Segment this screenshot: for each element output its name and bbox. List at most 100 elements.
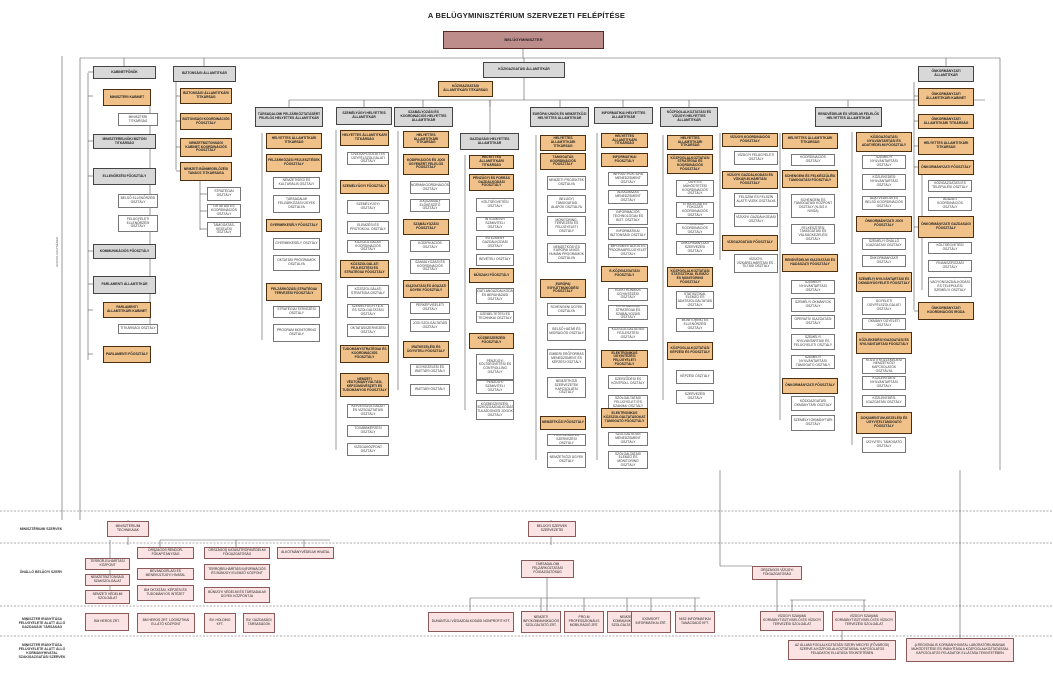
org-unit: FELZÁRKÓZÁSI FEJLESZTÉSEK FŐOSZTÁLY xyxy=(266,154,322,172)
org-unit: KÖLTSÉGVETÉSI OSZTÁLY xyxy=(928,242,972,254)
org-unit: E-KÖZIGAZGATÁSI FŐOSZTÁLY xyxy=(601,266,648,282)
org-unit: KÖZIGAZGATÁSI ÁLLAMTITKÁR xyxy=(483,62,565,78)
org-unit: VIZSGAKÖZPONT OSZTÁLY xyxy=(347,443,389,456)
org-unit: NISZ INFORMATIKAI TANÁCSADÓ KFT. xyxy=(675,611,715,633)
org-unit: MINISZTERELNÖKI BIZTOSI TITKÁRSÁG xyxy=(93,134,156,149)
org-unit: MINISZTERI TITKÁRSÁG xyxy=(118,113,158,126)
org-unit: BEVÁNDORLÁSI ÉS MENEKÜLTÜGYI HIVATAL xyxy=(137,568,194,580)
org-unit: BELÜGYMINISZTER xyxy=(443,31,604,49)
org-unit: KÖZFOGLALKOZTATÁSI STRATÉGIAI ÉS KOORDIN… xyxy=(667,154,713,174)
org-unit: PROGRAM MONITORING OSZTÁLY xyxy=(273,324,320,342)
org-unit: PRO-M PROFESSZIONÁLIS MOBILRÁDIÓ ZRT. xyxy=(564,611,604,633)
org-unit: HELYETTES ÁLLAMTITKÁRI TITKÁRSÁG xyxy=(403,131,449,148)
org-unit: NEMZETKÖZI FŐOSZTÁLY xyxy=(540,416,586,430)
org-unit: INFORMATIKAI BIZTONSÁGI OSZTÁLY xyxy=(608,227,648,240)
org-unit: PÉNZÜGYI SZÁMVITELI OSZTÁLY xyxy=(476,380,514,394)
org-unit: ORSZÁGOS KATASZTRÓFAVÉDELMI FŐIGAZGATÓSÁ… xyxy=(204,547,270,559)
org-unit: KÖZFOGLALKOZTATÁSI STATISZTIKAI, ELEMZŐ … xyxy=(667,267,713,287)
org-unit: SZEMÉLYI NYILVÁNTARTÁSI ÉS OKMÁNYÜGYELET… xyxy=(856,272,912,292)
org-unit: MONITORING, TERVEZÉSI ÉS FELÜGYELETI OSZ… xyxy=(547,216,586,236)
org-unit: INFORMATIKAI FŐOSZTÁLY xyxy=(601,153,648,167)
org-unit: PÉNZÜGYI KÖLTSÉGVETÉSI ÉS CONTROLLING OS… xyxy=(476,354,514,380)
org-unit: NEMZETKÖZI ÉS EURÓPAI UNIÓS HUMÁN PROGRA… xyxy=(547,243,586,263)
side-label-ministerial: MINISZTÉRIUMI SZERVEK xyxy=(19,527,63,531)
org-unit: TERROR-ELHÁRÍTÁSI KÖZPONT xyxy=(85,558,130,570)
org-unit: HELYETTES ÁLLAMTITKÁRI TITKÁRSÁG xyxy=(601,133,648,148)
org-unit: HELYETTES ÁLLAMTITKÁRI TITKÁRSÁG xyxy=(667,135,713,150)
page-title: A BELÜGYMINISZTÉRIUM SZERVEZETI FELÉPÍTÉ… xyxy=(427,11,626,20)
org-unit: KÖLTSÉGVETÉSI OSZTÁLY xyxy=(476,198,514,212)
org-unit: ELLENŐRZÉSI FŐOSZTÁLY xyxy=(93,168,156,185)
org-unit: SZERZŐDÉSI ÉS KONTROLL OSZTÁLY xyxy=(608,375,648,389)
org-unit: INFORMATIKAI HELYETTES ÁLLAMTITKÁR xyxy=(594,107,653,124)
org-unit: VÍZÜGYI KOORDINÁCIÓS FŐOSZTÁLY xyxy=(722,133,778,147)
org-unit: NEMZETI INFOKOMMUNIKÁCIÓS SZOLGÁLTATÓ ZR… xyxy=(521,611,561,633)
org-unit: ADATVÉDELMI ÉS BELSŐ KOORDINÁCIÓS OSZTÁL… xyxy=(862,196,906,210)
org-unit: JOGI SZOLGÁLTATÁSI OSZTÁLY xyxy=(410,319,450,332)
org-unit: OPERATÍV IGAZGATÁSI OSZTÁLY xyxy=(791,315,835,329)
org-unit: ÖNKORMÁNYZATI ÁLLAMTITKÁR xyxy=(918,66,974,82)
org-unit: VÍZÜGYI SZAKMAI KORMÁNYTISZTVISELŐI ÉS V… xyxy=(760,611,824,631)
org-unit: BELSŐ ELLENŐRZÉSI OSZTÁLY xyxy=(118,194,158,208)
org-unit: ÜGYI ÉS MŰKÖDTETÉSI KOORDINÁCIÓS OSZTÁLY xyxy=(676,180,714,197)
org-unit: ÜGYKEZELÉSI ÉS IRATTÁRI OSZTÁLY xyxy=(410,364,450,376)
org-unit: ÖNKORMÁNYZATI FŐOSZTÁLY xyxy=(782,378,838,394)
org-unit: ÖNKORMÁNYZATI FŐOSZTÁLY xyxy=(918,160,974,175)
org-unit: KODIFIKÁCIÓS ÉS JOGI ÜGYEKÉRT FELELŐS FŐ… xyxy=(403,154,449,175)
org-unit: NEMZETI PROJEKTEK OSZTÁLYA xyxy=(547,176,586,190)
org-unit: BM OKTATÁSI, KÉPZÉSI ÉS TUDOMÁNYOS INTÉZ… xyxy=(137,585,194,601)
org-unit: PERKÉPVISELETI OSZTÁLY xyxy=(410,302,450,314)
org-unit: SZEMÉLYÜGYI FEJL. ÉS SZOLGÁLTATÁSI OSZTÁ… xyxy=(347,304,389,318)
org-unit: FINANSZÍROZÁSI OSZTÁLY xyxy=(928,260,972,272)
org-unit: TÁRSADALMI FELZÁRKÓZÁSI ÜGYEK OSZTÁLYA xyxy=(273,195,320,213)
org-unit: KÖZSZOLGÁLATI FEJLESZTÉSI ÉS STRATÉGIAI … xyxy=(340,260,389,278)
org-unit: MŰSZAKI FŐOSZTÁLY xyxy=(469,268,514,283)
org-unit: KÖZLEKEDÉSI NYILVÁNTARTÁSI OSZTÁLY xyxy=(862,376,906,390)
org-unit: KÖZSZOLGÁLATI STRATÉGIA OSZTÁLY xyxy=(347,285,389,298)
org-unit: TOVÁBBKÉPZÉSI OSZTÁLY xyxy=(347,425,389,437)
org-unit: NEMZETI BŰNMEGELŐZÉSI TANÁCS TITKÁRSÁGA xyxy=(180,162,232,181)
org-unit: IMPLEMENTÁCIÓS ÉS PROGRAMFELÜGYELETI OSZ… xyxy=(608,244,648,258)
org-unit: ÖNKORMÁNYZATI GAZDASÁGI FŐOSZTÁLY xyxy=(918,216,974,238)
org-unit: BIZTONSÁGI ÁLLAMTITKÁR xyxy=(173,66,236,82)
org-unit: NEMZETBIZTONSÁGI SZAKSZOLGÁLAT xyxy=(85,574,130,586)
org-unit: BEVÉTELI OSZTÁLY xyxy=(476,254,514,266)
org-unit: AZ ÁLLAMI FOGLALKOZTATÁSI SZERV MEGYEI (… xyxy=(788,640,896,660)
org-unit: BELSŐ HATÁR ÉS MIGRÁCIÓS OSZTÁLY xyxy=(547,323,586,341)
org-unit: OKTATÁSI PROGRAMOK OSZTÁLYA xyxy=(273,255,320,271)
org-unit: SZERVEZÉSI OSZTÁLY xyxy=(676,390,714,404)
org-unit: VÍZIGAZGATÁSI FŐOSZTÁLY xyxy=(722,235,778,251)
org-unit: KÖZLEKEDÉSI IGAZGATÁSI OSZTÁLY xyxy=(862,395,906,407)
org-unit: KÖZIGAZGATÁSI OKMÁNYTÁRI OSZTÁLY xyxy=(791,396,835,411)
org-unit: A REGIONÁLIS KORMÁNYHIVATAL LABORATÓRIUM… xyxy=(906,638,1014,662)
org-unit: KÖZFOGLALKOZTATÁSI KÉPZÉSI ÉS FŐOSZTÁLY xyxy=(667,342,713,360)
org-unit: SZEMÉLYÜGYI FŐOSZTÁLY xyxy=(340,180,389,194)
org-unit: IDOMSOFT INFORMATIKAI ZRT. xyxy=(631,611,671,633)
org-unit: DUNÁNTÚLI VÍZGAZDÁLKODÁSI NONPROFIT KFT. xyxy=(428,612,514,632)
org-unit: SCHENGENI ÉS FELKÉSZÜLÉSI TÁMOGATÁSI FŐO… xyxy=(782,170,838,188)
org-unit: EURÓPAI EGYÜTTMŰKÖDÉSI FŐOSZTÁLY xyxy=(540,279,586,298)
org-unit: SZEMÉLYI OKMÁNYOK OSZTÁLY xyxy=(791,298,835,312)
org-unit: ÖNKORMÁNYZATI ÁLLAMTITKÁRI KABINET xyxy=(918,88,974,106)
org-unit: SCHENGENI ÜGYEK OSZTÁLYA xyxy=(547,303,586,316)
org-unit: KÖZBESZERZÉSI FŐOSZTÁLY xyxy=(469,333,514,349)
org-unit: FELÜGYELETI ELLENŐRZÉSI OSZTÁLY xyxy=(118,215,158,232)
org-unit: TERRORELHÁRÍTÁSI INFORMÁCIÓS ÉS BŰNÜGYI … xyxy=(204,564,270,580)
org-unit: PROGRAM KOORDINÁCIÓS OSZTÁLY xyxy=(676,223,714,235)
org-unit: KÖZLEKEDÉSI IGAZGATÁSI ÉS NYILVÁNTARTÁSI… xyxy=(856,332,912,354)
org-unit: TÁRSADALOMI FELZÁRKÓZTATÁSI FŐIGAZGATÓSÁ… xyxy=(521,560,574,578)
org-unit: NEMZETI VÉDELMI SZOLGÁLAT xyxy=(85,590,130,604)
org-unit: FELZÁRKÓZÁSI STRATÉGIAI TERVEZÉSI FŐOSZT… xyxy=(266,283,322,301)
org-unit: HELYETTES ÁLLAMTITKÁRI TITKÁRSÁG xyxy=(469,155,514,169)
org-unit: EURÓPAI UNIÓS ÉS NEMZETKÖZI HELYETTES ÁL… xyxy=(530,107,589,127)
org-unit: ÜZEMELTETÉSI ÉS TECHNIKAI OSZTÁLY xyxy=(476,311,514,323)
org-unit: ELEKTRONIKUS KÖZSZOLGÁLTATÁSOKAT TÁMOGAT… xyxy=(601,408,648,428)
org-unit: KÖZIGAZGATÁSI NYILVÁNTARTÁSI ÉS ADATVÉDE… xyxy=(856,132,912,152)
org-unit: TÁMOGATÁS KOORDINÁCIÓS FŐOSZTÁLY xyxy=(540,153,586,170)
org-unit: HELYETTES ÁLLAMTITKÁRI TITKÁRSÁG xyxy=(540,135,586,151)
org-unit: KÉPZÉSSZOLGÁLATI ÉS VIZSGÁZTATÁSI OSZTÁL… xyxy=(347,404,389,418)
org-unit: ELEKTRONIKUS ÜGYINTÉZÉSI FELÜGYELETI FŐO… xyxy=(601,350,648,368)
org-unit: NEMZETI VÉDTOMÁNYVÁLTÁSI, KÉPZŐMŰVÉSZETI… xyxy=(340,373,389,397)
org-unit: ÖNKORMÁNYZATI ÁLLAMTITKÁRI TITKÁRSÁG xyxy=(918,114,974,129)
